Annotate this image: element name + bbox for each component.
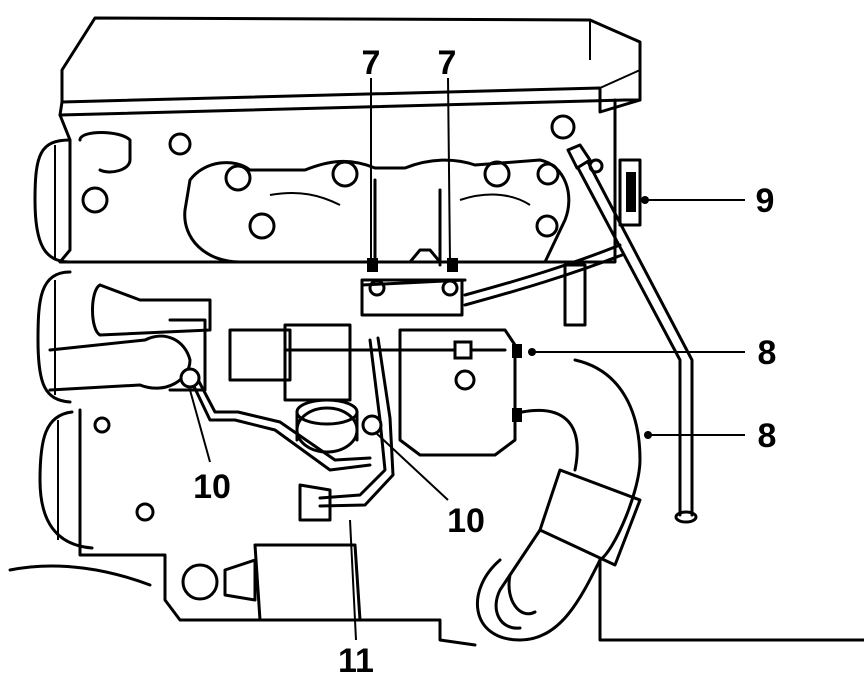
callout-11: 11 <box>338 642 374 680</box>
charge-air-hose <box>476 358 642 642</box>
crankcase-edge <box>598 558 864 642</box>
vacuum-pipes <box>179 336 395 522</box>
callout-7-right: 7 <box>438 44 457 82</box>
cylinder-head <box>58 98 617 264</box>
oil-filter-housing <box>8 543 362 622</box>
vacuum-canister <box>295 398 359 454</box>
leader-10-right <box>374 431 449 501</box>
callout-8-lower: 8 <box>758 417 777 455</box>
dipstick-tube <box>566 143 698 524</box>
exhaust-manifold <box>183 158 571 264</box>
callout-9: 9 <box>756 182 775 220</box>
leader-7-right <box>447 77 451 263</box>
engine-block <box>78 323 477 647</box>
front-pulleys <box>33 138 94 550</box>
callout-10-right: 10 <box>447 502 485 540</box>
callout-8-upper: 8 <box>758 334 777 372</box>
egr-valve-assembly <box>360 178 467 317</box>
leader-lines <box>189 77 745 641</box>
vacuum-transducer-body <box>283 328 522 457</box>
cylinder-head-cover <box>58 16 642 117</box>
leader-10-left <box>189 389 211 463</box>
coolant-hoses <box>48 131 212 392</box>
callout-labels: 7 7 9 8 8 10 10 11 <box>193 44 776 680</box>
engine-drawing <box>8 16 864 647</box>
callout-10-left: 10 <box>193 468 231 506</box>
wiring-harness <box>463 243 624 327</box>
callout-7-left: 7 <box>362 44 381 82</box>
leader-11 <box>349 519 357 641</box>
